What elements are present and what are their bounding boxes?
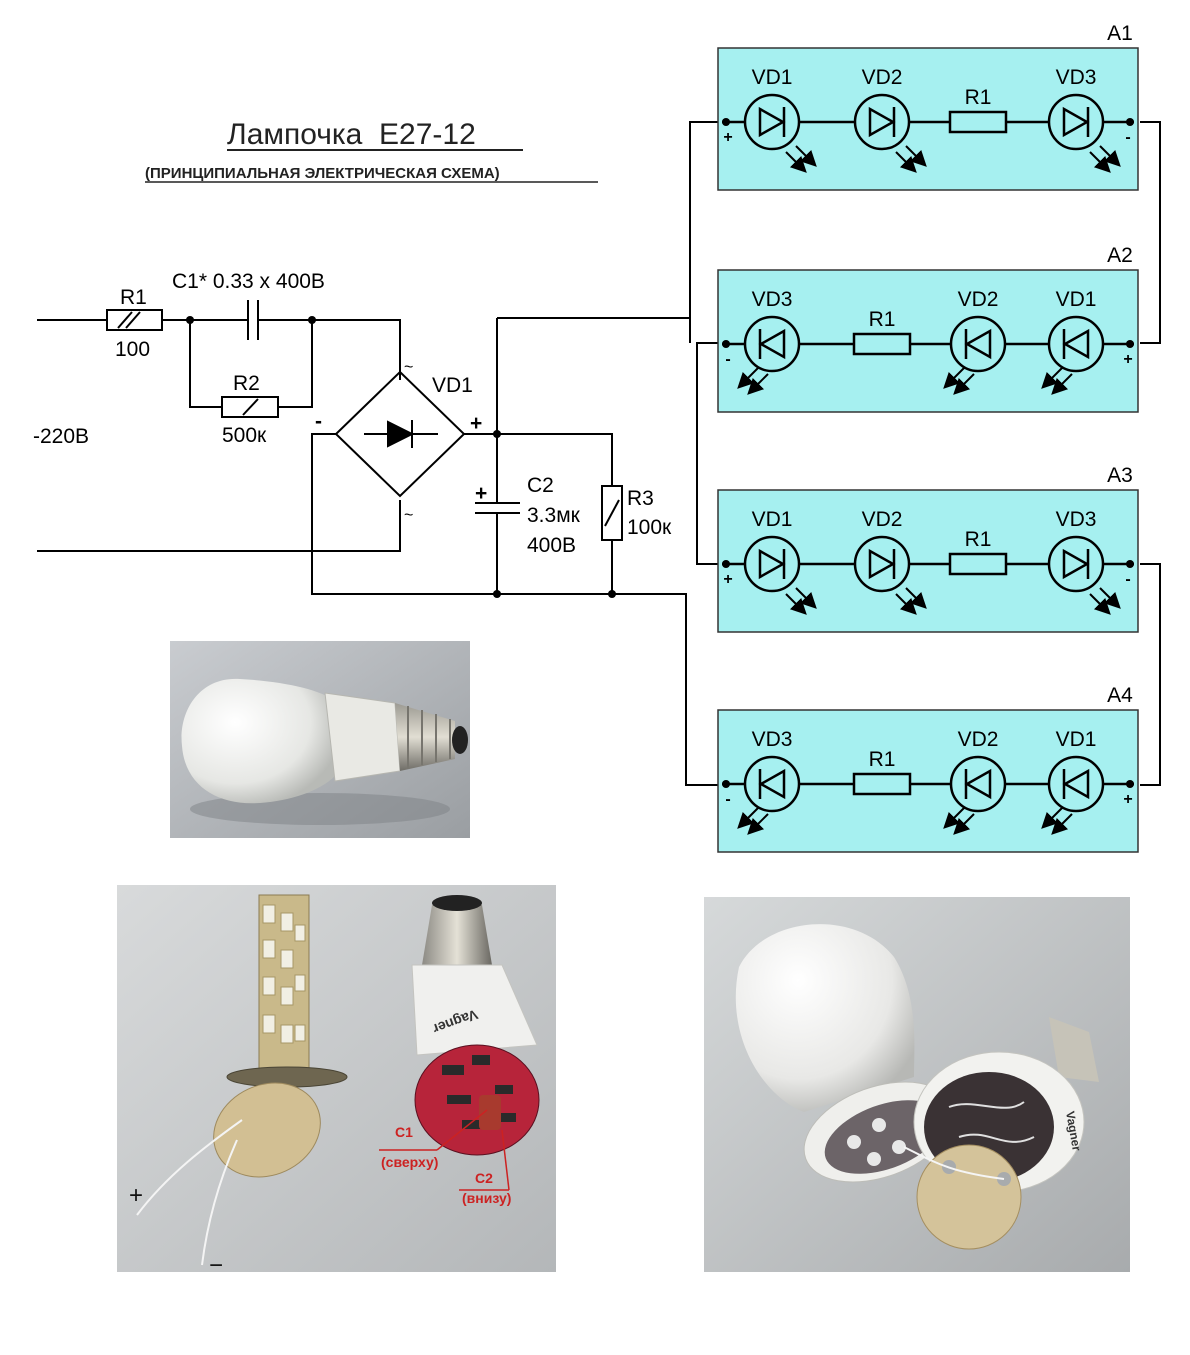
module-name: A2 (1107, 244, 1133, 267)
resistor-symbol (948, 110, 1008, 134)
led-label: VD1 (752, 508, 793, 531)
r3-label: R3 (627, 487, 654, 510)
c1-annotation-note: (сверху) (381, 1154, 438, 1170)
polarity-right: - (1125, 129, 1130, 146)
polarity-left: - (725, 791, 730, 808)
led-label: VD1 (1056, 728, 1097, 751)
c1-label: C1* 0.33 x 400В (172, 270, 325, 293)
bridge-plus: + (470, 412, 482, 435)
c2-label: C2 (527, 474, 554, 497)
bridge-diode-symbol (364, 420, 438, 448)
r1-value: 100 (115, 338, 150, 361)
terminal-right (1126, 118, 1134, 126)
led-symbol (1041, 315, 1105, 395)
r2-label: R2 (233, 372, 260, 395)
resistor-label: R1 (965, 528, 992, 551)
led-label: VD2 (862, 508, 903, 531)
c2-plus: + (475, 482, 487, 505)
diagram-title: Лампочка Е27-12 (227, 118, 476, 151)
polarity-left: - (725, 351, 730, 368)
bridge-label: VD1 (432, 374, 473, 397)
polarity-left: + (723, 129, 732, 146)
cardboard-disc (916, 1144, 1022, 1250)
led-label: VD2 (958, 288, 999, 311)
resistor-label: R1 (869, 308, 896, 331)
c2-annotation-note: (внизу) (462, 1190, 511, 1206)
r1-label: R1 (120, 286, 147, 309)
terminal-left (722, 780, 730, 788)
terminal-right (1126, 340, 1134, 348)
resistor-symbol (852, 332, 912, 356)
led-label: VD3 (752, 288, 793, 311)
polarity-right: + (1123, 351, 1132, 368)
led-symbol (1047, 535, 1121, 615)
opened-base-brand: Vagner (1063, 1110, 1084, 1152)
resistor-symbol (852, 772, 912, 796)
resistor-symbol (948, 552, 1008, 576)
wire-plus-label: + (129, 1182, 143, 1209)
polarity-left: + (723, 571, 732, 588)
led-symbol (1047, 93, 1121, 173)
bulb-glass (735, 924, 915, 1112)
resistor-label: R1 (869, 748, 896, 771)
terminal-right (1126, 560, 1134, 568)
c2-voltage: 400В (527, 534, 576, 557)
c1-annotation: C1 (395, 1124, 413, 1140)
led-symbol (743, 93, 817, 173)
module-name: A4 (1107, 684, 1133, 707)
led-symbol (853, 535, 927, 615)
led-label: VD1 (752, 66, 793, 89)
led-symbol (743, 535, 817, 615)
photo-disassembled: + − Vagner C1 (сверху) C2 (внизу) (117, 885, 556, 1272)
led-column (226, 894, 348, 1088)
led-label: VD3 (1056, 66, 1097, 89)
bridge-ac-bottom: ~ (404, 507, 413, 524)
r3-value: 100к (627, 516, 672, 539)
bridge-minus: - (315, 410, 322, 433)
diagram-subtitle: (ПРИНЦИПИАЛЬНАЯ ЭЛЕКТРИЧЕСКАЯ СХЕМА) (145, 165, 500, 182)
c2-annotation: C2 (475, 1170, 493, 1186)
led-symbol (737, 755, 801, 835)
junction-dots (186, 316, 616, 598)
wire-minus-label: − (209, 1252, 223, 1272)
led-label: VD3 (752, 728, 793, 751)
led-symbol (943, 315, 1007, 395)
lamp-base: Vagner (411, 895, 540, 1156)
terminal-left (722, 560, 730, 568)
mains-label: -220В (33, 425, 89, 448)
c2-value: 3.3мк (527, 504, 581, 527)
terminal-right (1126, 780, 1134, 788)
led-label: VD2 (958, 728, 999, 751)
led-symbol (853, 93, 927, 173)
resistor-label: R1 (965, 86, 992, 109)
bridge-ac-top: ~ (404, 359, 413, 376)
cardboard-disc (213, 1082, 321, 1178)
led-label: VD2 (862, 66, 903, 89)
r2-value: 500к (222, 424, 267, 447)
led-symbol (737, 315, 801, 395)
polarity-right: - (1125, 571, 1130, 588)
module-name: A1 (1107, 22, 1133, 45)
terminal-left (722, 118, 730, 126)
photo-opened-bulb: Vagner (704, 897, 1130, 1272)
led-label: VD1 (1056, 288, 1097, 311)
led-symbol (943, 755, 1007, 835)
led-label: VD3 (1056, 508, 1097, 531)
polarity-right: + (1123, 791, 1132, 808)
terminal-left (722, 340, 730, 348)
module-name: A3 (1107, 464, 1133, 487)
photo-assembled-bulb (170, 641, 470, 838)
led-symbol (1041, 755, 1105, 835)
